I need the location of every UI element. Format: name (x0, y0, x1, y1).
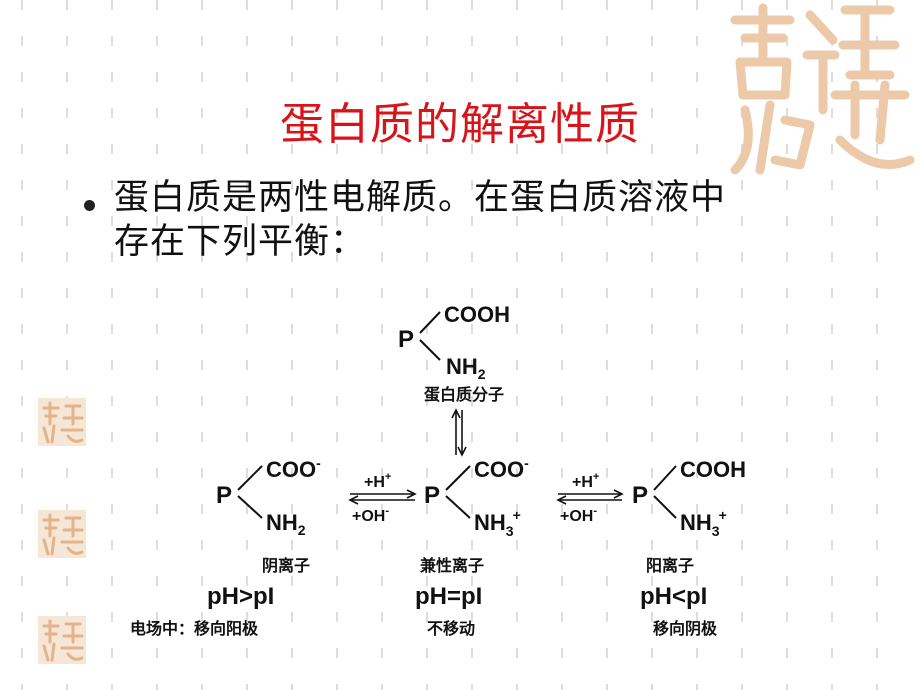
movement-left: 电场中：移向阳极 (130, 619, 259, 638)
molecule-label: 蛋白质分子 (424, 385, 504, 404)
add-h-label: +H+ (572, 471, 599, 491)
protein-molecule-top: P COOH NH2 蛋白质分子 (398, 302, 510, 404)
vertical-equilibrium-arrow (451, 408, 467, 457)
add-oh-label: +OH- (560, 505, 597, 525)
zwitterion-molecule: P COO- NH3+ 兼性离子 pH=pI 不移动 (415, 455, 529, 638)
bullet-line-2: 存在下列平衡： (114, 222, 367, 262)
anion-molecule: P COO- NH2 阴离子 pH>pI 电场中：移向阳极 (130, 455, 321, 638)
cation-molecule: P COOH NH3+ 阳离子 pH<pI 移向阴极 (632, 457, 746, 638)
cooh-group: COOH (444, 302, 510, 327)
anion-label: 阴离子 (262, 556, 310, 575)
bullet-line-1: 蛋白质是两性电解质。在蛋白质溶液中 (114, 178, 727, 218)
bullet-icon (84, 200, 95, 211)
nh-group: NH2 (446, 354, 486, 382)
add-oh-label: +OH- (352, 505, 389, 525)
zwitterion-label: 兼性离子 (420, 556, 484, 575)
nh-group: NH3+ (680, 507, 727, 539)
cation-label: 阳离子 (646, 556, 694, 575)
decorative-seal-small (38, 510, 86, 558)
nh-group: NH2 (266, 510, 306, 538)
movement-right: 移向阴极 (653, 619, 718, 638)
ph-condition-right: pH<pI (640, 583, 707, 610)
decorative-seal-small (38, 616, 86, 664)
coo-group: COO- (266, 455, 321, 482)
movement-middle: 不移动 (427, 619, 475, 638)
equilibrium-arrow-2: +H+ +OH- (556, 471, 624, 525)
ph-condition-middle: pH=pI (415, 583, 482, 610)
bullet-text: 蛋白质是两性电解质。在蛋白质溶液中 存在下列平衡： (114, 176, 854, 264)
slide-title: 蛋白质的解离性质 (280, 99, 640, 150)
coo-group: COO- (474, 455, 529, 482)
p-symbol: P (632, 482, 648, 509)
decorative-seal-small (38, 398, 86, 446)
cooh-group: COOH (680, 457, 746, 482)
ph-condition-left: pH>pI (207, 583, 274, 610)
p-symbol: P (398, 326, 414, 353)
p-symbol: P (424, 482, 440, 509)
add-h-label: +H+ (364, 471, 391, 491)
p-symbol: P (216, 482, 232, 509)
equilibrium-arrow-1: +H+ +OH- (348, 471, 417, 525)
nh-group: NH3+ (474, 507, 521, 539)
decorative-seal-large (730, 3, 915, 175)
